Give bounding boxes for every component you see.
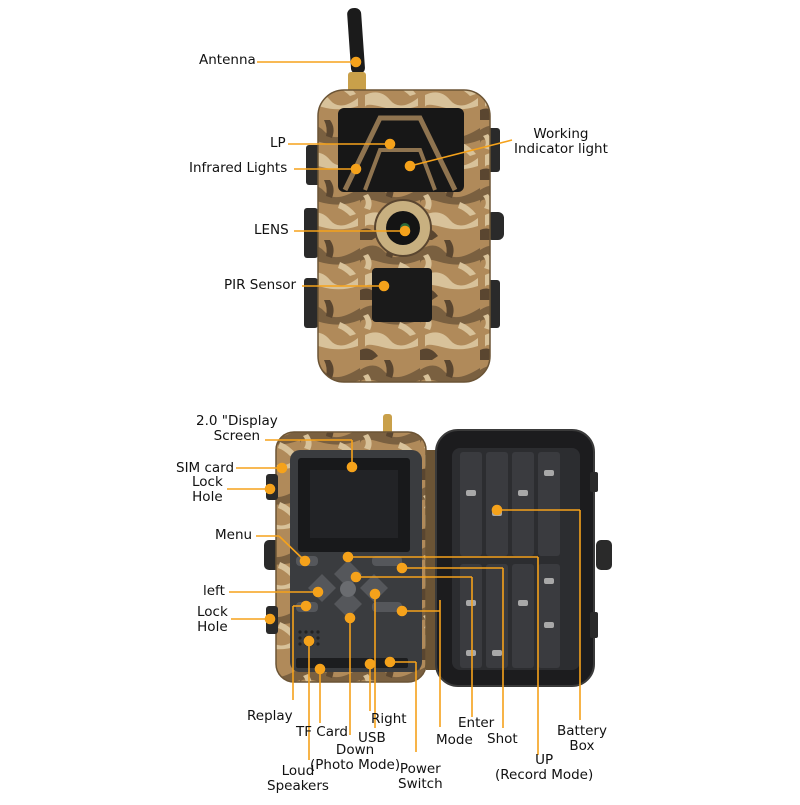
front-callouts bbox=[257, 56, 513, 292]
label-lock-hole-top: Lock Hole bbox=[192, 474, 223, 505]
label-lp: LP bbox=[270, 135, 286, 151]
label-enter: Enter bbox=[458, 715, 495, 731]
antenna-shape bbox=[347, 7, 365, 75]
label-up: UP (Record Mode) bbox=[495, 752, 594, 783]
label-usb: USB bbox=[358, 730, 386, 746]
label-infrared-lights: Infrared Lights bbox=[189, 160, 288, 176]
label-sim-card: SIM card bbox=[176, 460, 235, 476]
front-camera bbox=[304, 7, 504, 383]
label-left: left bbox=[203, 583, 225, 599]
label-lens: LENS bbox=[254, 222, 289, 238]
label-working-indicator: Working Indicator light bbox=[514, 126, 608, 157]
back-callouts bbox=[227, 439, 581, 760]
label-lock-hole-bottom: Lock Hole bbox=[197, 604, 228, 635]
label-power-switch: Power Switch bbox=[398, 761, 443, 792]
label-loud-speakers: Loud Speakers bbox=[267, 763, 329, 794]
label-pir-sensor: PIR Sensor bbox=[224, 277, 297, 293]
label-down: Down (Photo Mode) bbox=[310, 742, 401, 773]
label-shot: Shot bbox=[487, 731, 518, 747]
pir-window bbox=[372, 268, 432, 322]
label-mode: Mode bbox=[436, 732, 473, 748]
open-camera bbox=[264, 414, 612, 687]
label-tf-card: TF Card bbox=[296, 724, 348, 740]
label-menu: Menu bbox=[215, 527, 253, 543]
label-replay: Replay bbox=[247, 708, 293, 724]
label-right: Right bbox=[371, 711, 407, 727]
label-battery-box: Battery Box bbox=[557, 723, 607, 754]
label-display-screen: 2.0 "Display Screen bbox=[196, 413, 278, 444]
label-antenna: Antenna bbox=[199, 52, 256, 68]
